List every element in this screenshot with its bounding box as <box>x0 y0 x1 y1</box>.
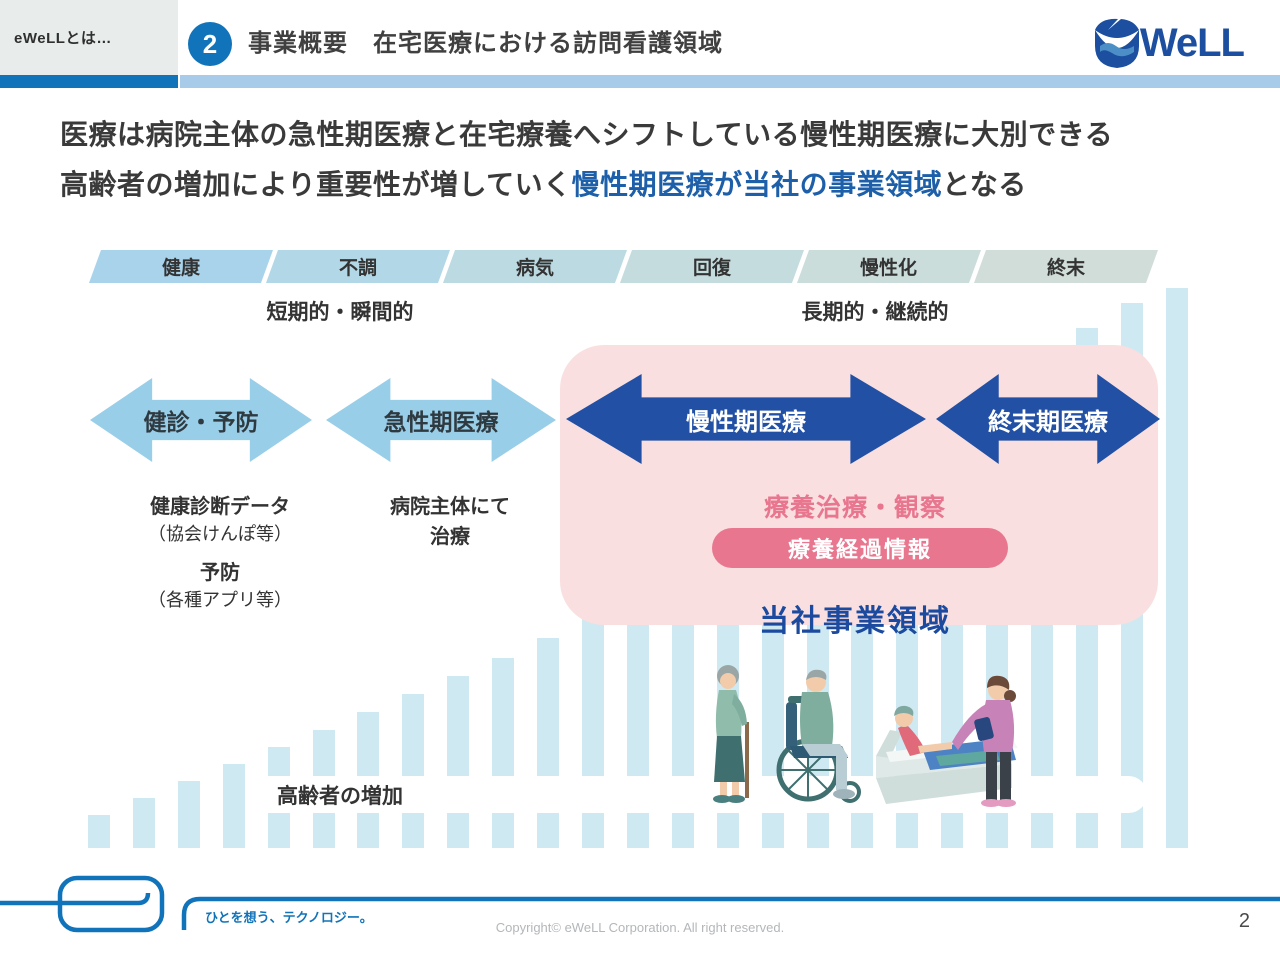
note-treatment: 治療 <box>430 526 470 548</box>
header-accent-light <box>180 75 1280 88</box>
lead-line2-prefix: 高齢者の増加により重要性が増していく <box>60 169 572 200</box>
stage-segment-chronic: 慢性化 <box>796 250 982 283</box>
lead-copy: 医療は病院主体の急性期医療と在宅療養へシフトしている慢性期医療に大別できる 高齢… <box>60 110 1113 210</box>
aging-bar <box>447 676 470 848</box>
aging-bar <box>222 764 245 848</box>
stage-segment-recovery: 回復 <box>619 250 805 283</box>
aging-bar <box>402 694 425 848</box>
note-health-check-data: 健康診断データ <box>150 496 290 518</box>
aging-bar <box>132 798 155 848</box>
wheelchair-man-icon <box>776 669 861 803</box>
note-kyokai-kenpo: （協会けんぽ等） <box>148 524 292 544</box>
aging-bar <box>492 658 515 848</box>
ewell-wordmark: WeLL <box>1139 20 1245 65</box>
stage-segment-health: 健康 <box>88 250 274 283</box>
header-accent-dark <box>0 75 178 88</box>
care-progress-pill: 療養経過情報 <box>712 528 1008 568</box>
care-observation-label: 療養治療・観察 <box>763 494 946 522</box>
bed-patient-nurse-icon <box>876 675 1018 807</box>
lead-line1: 医療は病院主体の急性期医療と在宅療養へシフトしている慢性期医療に大別できる <box>60 119 1114 150</box>
stage-segment-sick: 病気 <box>442 250 628 283</box>
elderly-care-illustration <box>713 665 1018 807</box>
phase-short-label: 短期的・瞬間的 <box>266 301 414 324</box>
company-domain-label: 当社事業領域 <box>759 605 951 638</box>
page-number: 2 <box>1238 910 1250 932</box>
footer-logo-mark-icon <box>0 875 1280 933</box>
page-title: 事業概要 在宅医療における訪問看護領域 <box>248 30 723 57</box>
footer-copyright: Copyright© eWeLL Corporation. All right … <box>495 920 785 935</box>
section-number-badge: 2 <box>188 22 232 66</box>
aging-bar <box>581 616 604 848</box>
ewell-logo: WeLL <box>1088 16 1245 70</box>
aging-bar <box>537 638 560 848</box>
stage-segment-terminal: 終末 <box>973 250 1159 283</box>
lead-line2-suffix: となる <box>942 169 1027 200</box>
footer-tagline: ひとを想う、テクノロジー。 <box>205 910 373 925</box>
stage-segment-unwell: 不調 <box>265 250 451 283</box>
elderly-woman-icon <box>713 665 749 803</box>
section-number: 2 <box>202 28 218 59</box>
header-tab: eWeLLとは… <box>0 0 178 75</box>
aging-bar <box>88 815 110 848</box>
lead-line2-highlight: 慢性期医療が当社の事業領域 <box>571 169 943 200</box>
note-hospital-treatment: 病院主体にて <box>390 496 510 518</box>
note-apps: （各種アプリ等） <box>148 590 292 610</box>
note-prevention: 予防 <box>200 562 240 584</box>
aging-label: 高齢者の増加 <box>277 784 403 808</box>
lead-line2: 高齢者の増加により重要性が増していく慢性期医療が当社の事業領域となる <box>60 160 1113 210</box>
aging-bar <box>1165 288 1188 848</box>
aging-bar <box>177 781 200 848</box>
stage-timeline: 健康 不調 病気 回復 慢性化 終末 <box>88 250 1159 283</box>
header-tab-label: eWeLLとは… <box>14 30 112 47</box>
ewell-globe-icon <box>1094 18 1139 68</box>
phase-long-label: 長期的・継続的 <box>801 301 949 324</box>
